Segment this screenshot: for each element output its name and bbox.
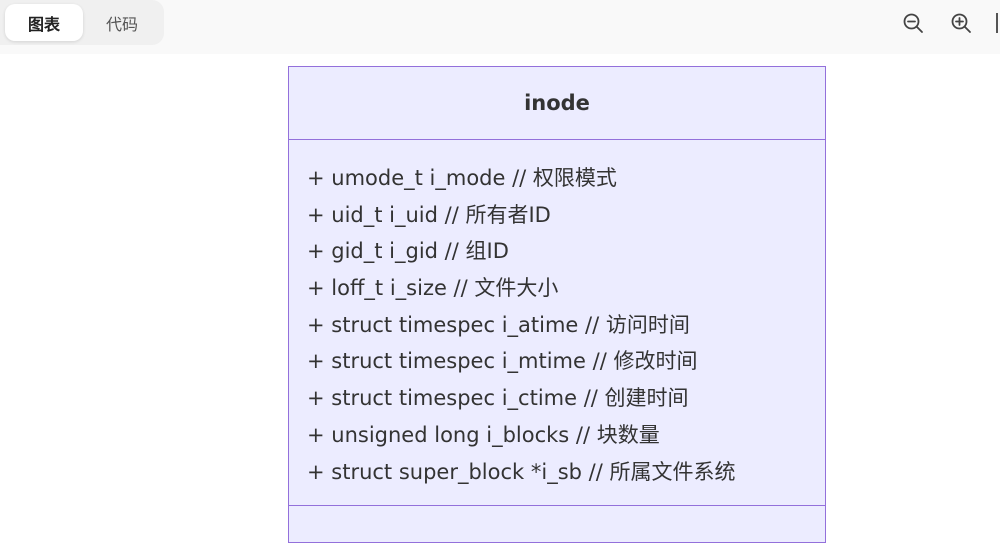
attribute-row: + loff_t i_size // 文件大小: [307, 276, 559, 301]
toolbar-overflow-edge: [996, 13, 998, 33]
class-box-inode: inode + umode_t i_mode // 权限模式 + uid_t i…: [288, 66, 826, 543]
attribute-row: + gid_t i_gid // 组ID: [307, 239, 509, 264]
class-methods: [289, 506, 825, 542]
tab-chart[interactable]: 图表: [5, 4, 83, 41]
attribute-row: + struct timespec i_ctime // 创建时间: [307, 386, 689, 411]
attribute-row: + struct timespec i_atime // 访问时间: [307, 312, 690, 337]
attribute-row: + struct timespec i_mtime // 修改时间: [307, 349, 698, 374]
top-toolbar: 图表 代码: [0, 0, 1000, 54]
zoom-in-icon: [951, 13, 971, 33]
class-name: inode: [289, 67, 825, 140]
attribute-row: + uid_t i_uid // 所有者ID: [307, 202, 551, 227]
zoom-in-button[interactable]: [947, 9, 975, 37]
zoom-out-button[interactable]: [899, 9, 927, 37]
attribute-row: + umode_t i_mode // 权限模式: [307, 166, 617, 190]
zoom-out-icon: [903, 13, 923, 33]
class-attributes: + umode_t i_mode // 权限模式 + uid_t i_uid /…: [289, 140, 825, 506]
view-tabs: 图表 代码: [0, 0, 164, 45]
tab-code[interactable]: 代码: [105, 14, 138, 34]
attribute-row: + struct super_block *i_sb // 所属文件系统: [307, 459, 736, 484]
attribute-row: + unsigned long i_blocks // 块数量: [307, 422, 660, 447]
